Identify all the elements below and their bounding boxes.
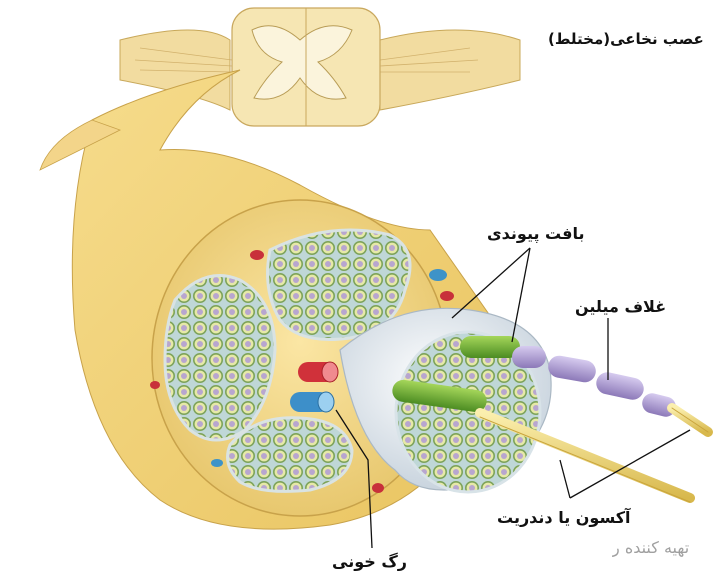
fascicle-bottom (228, 418, 352, 492)
vessel-small-red (250, 250, 264, 260)
vessel-small-blue (211, 459, 223, 467)
label-blood-vessel: رگ خونی (332, 552, 407, 571)
vessel-small-red (150, 381, 160, 389)
vessel-small-blue (429, 269, 447, 281)
diagram-title: عصب نخاعی(مختلط) (548, 30, 721, 48)
credit-text: تهیه کننده ر (612, 538, 721, 557)
label-myelin-sheath: غلاف میلین (575, 297, 666, 316)
vessel-small-red (440, 291, 454, 301)
label-axon-dendrite: آکسون یا دندریت (497, 508, 631, 527)
vessel-small-red (372, 483, 384, 493)
label-connective-tissue: بافت پیوندی (487, 224, 584, 243)
